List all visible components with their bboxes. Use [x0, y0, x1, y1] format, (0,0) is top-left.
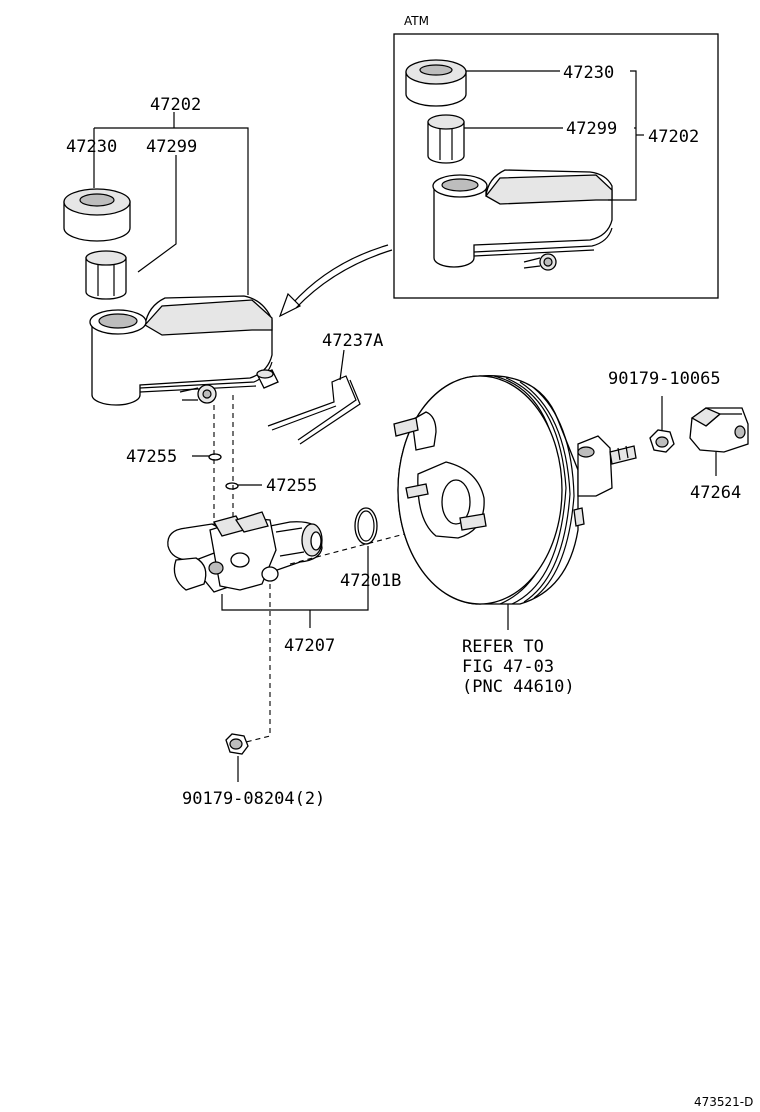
label-47237a: 47237A [322, 331, 383, 351]
label-90179-10065: 90179-10065 [608, 369, 721, 389]
label-47264: 47264 [690, 483, 741, 503]
label-47299: 47299 [146, 137, 197, 157]
inset-reservoir [432, 169, 613, 271]
clevis-47264 [689, 407, 749, 476]
reservoir-clip-47237a [267, 349, 361, 445]
reservoir-cap [63, 188, 131, 242]
inset-reservoir-cap [405, 59, 467, 107]
refer-line-2: FIG 47-03 [462, 657, 554, 677]
grommet-47255-right [225, 482, 262, 490]
atm-inset: ATM [393, 14, 719, 299]
inset-title: ATM [404, 14, 429, 28]
reservoir-pin [256, 369, 279, 389]
refer-line-1: REFER TO [462, 637, 544, 657]
inset-label-47299: 47299 [566, 119, 617, 139]
brake-booster [393, 375, 637, 605]
label-47202: 47202 [150, 95, 201, 115]
bolt-90179-08204 [225, 733, 249, 782]
inset-strainer [427, 114, 465, 164]
label-47201b: 47201B [340, 571, 401, 591]
label-47255-right: 47255 [266, 476, 317, 496]
nut-90179-10065 [649, 396, 675, 453]
master-cylinder-47207 [167, 511, 323, 593]
refer-line-3: (PNC 44610) [462, 677, 575, 697]
label-90179-08204: 90179-08204(2) [182, 789, 325, 809]
label-47207: 47207 [284, 636, 335, 656]
brake-fluid-reservoir [89, 295, 273, 406]
label-47255-left: 47255 [126, 447, 177, 467]
reservoir-strainer [85, 250, 127, 300]
o-ring-47201b [354, 507, 378, 545]
inset-label-47230: 47230 [563, 63, 614, 83]
inset-label-47202: 47202 [648, 127, 699, 147]
reservoir-bracket-leaders [93, 112, 249, 295]
grommet-47255-left [192, 453, 222, 461]
figure-code: 473521-D [694, 1095, 753, 1109]
label-47230: 47230 [66, 137, 117, 157]
inset-reference-arrow [278, 244, 393, 318]
